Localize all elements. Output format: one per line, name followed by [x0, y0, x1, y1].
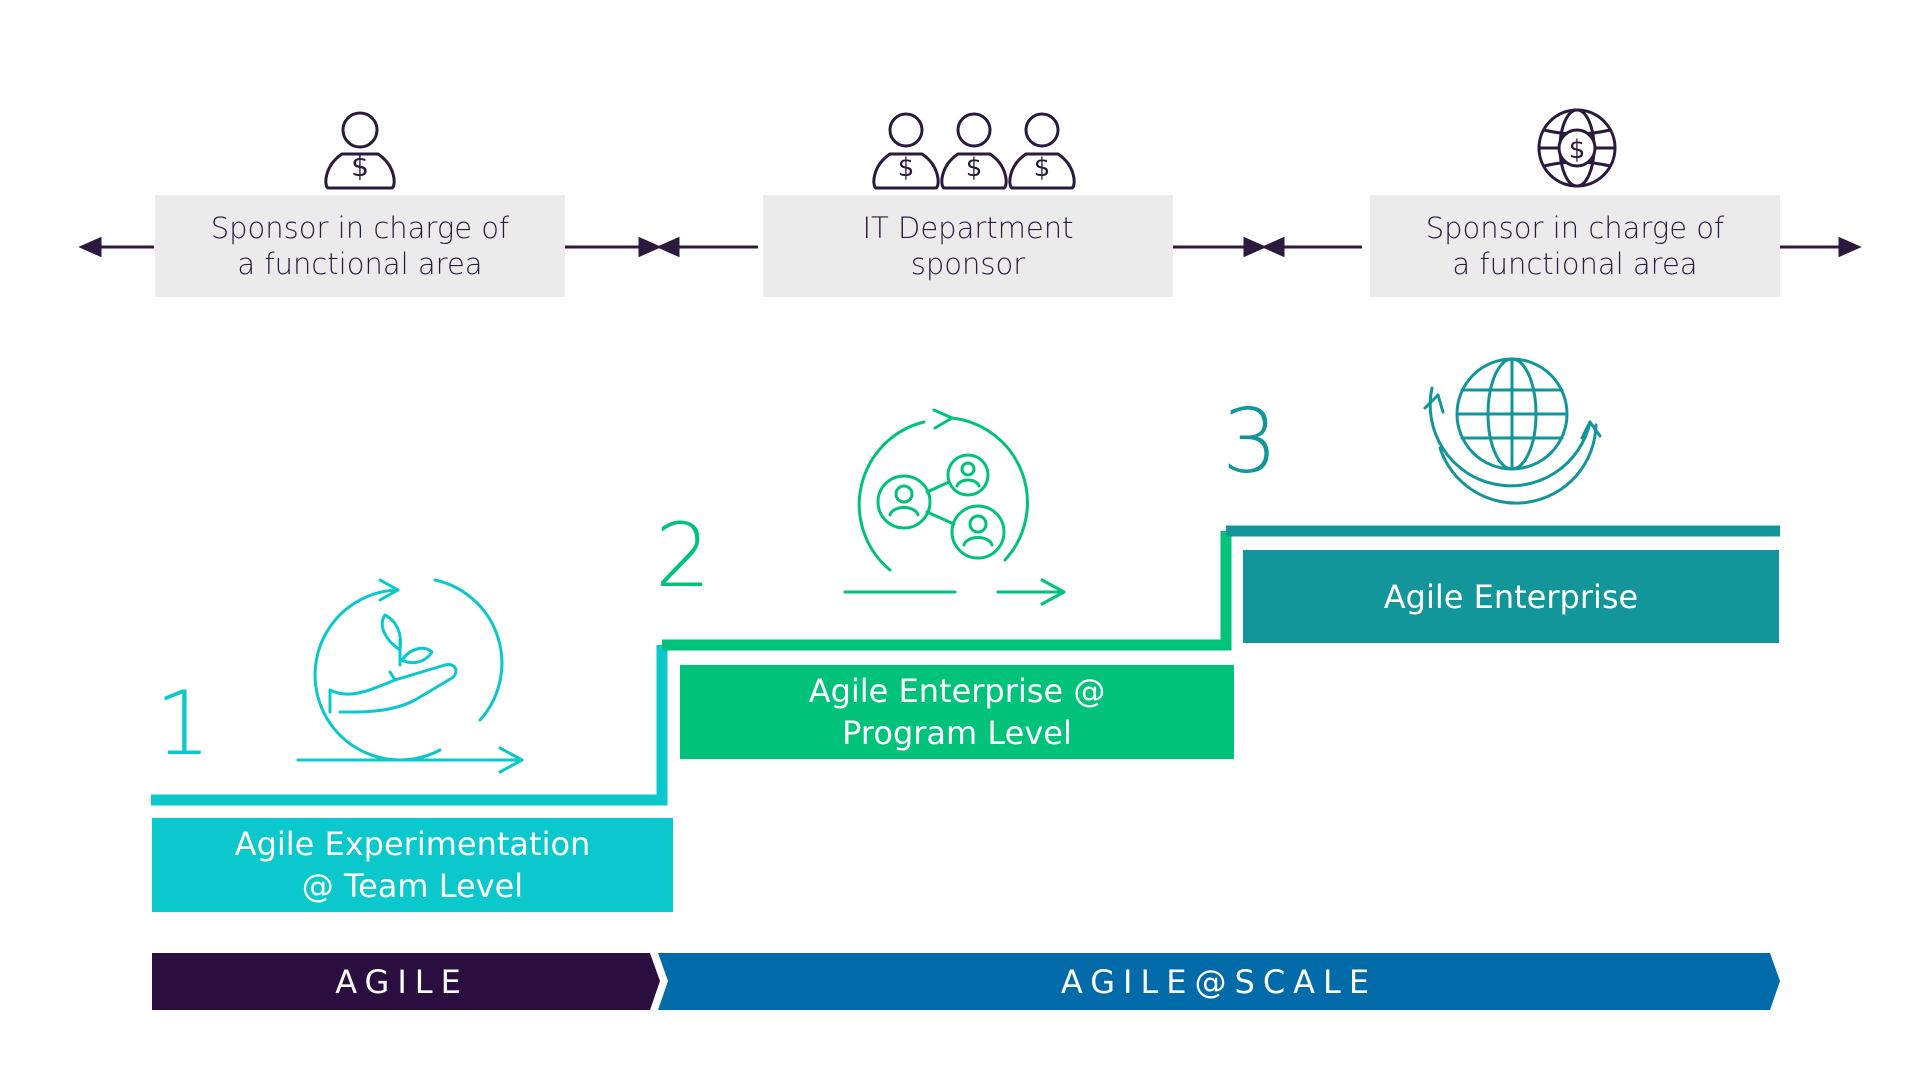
- level-box-enterprise: Agile Enterprise: [1243, 550, 1779, 643]
- sponsor-timeline: [78, 236, 1862, 258]
- sponsor-label-line2: sponsor: [910, 247, 1026, 281]
- level-label-line2: @ Team Level: [301, 867, 524, 905]
- stair-step-2: [662, 531, 1232, 651]
- step-number-3: 3: [1222, 390, 1278, 493]
- band-label-agile: AGILE: [335, 962, 469, 1001]
- svg-text:$: $: [966, 153, 983, 183]
- arrow-right-icon: [638, 236, 662, 258]
- level-box-program: Agile Enterprise @ Program Level: [680, 665, 1234, 759]
- agile-band: [152, 953, 660, 1010]
- arrow-left-icon: [1261, 236, 1285, 258]
- person-money-bag-icon: $: [324, 111, 396, 190]
- sponsor-label-line2: a functional area: [1452, 247, 1698, 281]
- globe-cycle-icon: [1423, 357, 1602, 505]
- sponsor-box-functional-area-left: Sponsor in charge of a functional area: [155, 195, 565, 297]
- sponsor-label-line1: IT Department: [862, 211, 1074, 245]
- sponsor-label-line1: Sponsor in charge of: [210, 211, 510, 245]
- sponsor-box-it-department: IT Department sponsor: [763, 195, 1173, 297]
- globe-money-icon: $: [1537, 108, 1617, 188]
- svg-text:$: $: [351, 150, 369, 183]
- three-person-money-bags-icon: $ $ $: [872, 112, 1076, 190]
- band-label-agile-scale: AGILE@SCALE: [1060, 962, 1378, 1001]
- staircase: [151, 525, 1780, 806]
- stair-step-1: [151, 645, 668, 806]
- level-label-line1: Agile Enterprise: [1383, 577, 1639, 616]
- level-box-team: Agile Experimentation @ Team Level: [152, 818, 673, 912]
- arrow-left-icon: [656, 236, 680, 258]
- arrow-left-icon: [78, 236, 102, 258]
- arrow-right-icon: [1243, 236, 1267, 258]
- sponsor-box-functional-area-right: Sponsor in charge of a functional area: [1370, 195, 1780, 297]
- level-label-line1: Agile Experimentation: [234, 825, 591, 863]
- step-number-2: 2: [655, 504, 711, 607]
- agile-scale-band: [658, 953, 1780, 1010]
- network-people-cycle-icon: [843, 408, 1066, 606]
- arrow-right-icon: [1838, 236, 1862, 258]
- level-label-line2: Program Level: [842, 714, 1072, 752]
- sponsor-label-line1: Sponsor in charge of: [1425, 211, 1725, 245]
- level-label-line1: Agile Enterprise @: [808, 672, 1106, 710]
- sponsor-label-line2: a functional area: [237, 247, 483, 281]
- hand-plant-cycle-icon: [296, 578, 524, 774]
- svg-text:$: $: [1034, 153, 1051, 183]
- step-number-1: 1: [155, 672, 211, 775]
- svg-text:$: $: [1569, 135, 1586, 165]
- svg-text:$: $: [898, 153, 915, 183]
